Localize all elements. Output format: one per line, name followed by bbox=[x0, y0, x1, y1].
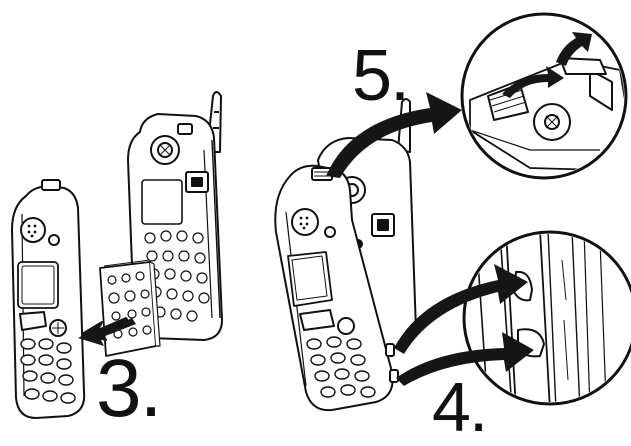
step-4-label: 4. bbox=[432, 368, 488, 446]
step-5-label: 5. bbox=[352, 36, 410, 116]
removal-arrow-body bbox=[78, 318, 136, 346]
step-3-label: 3. bbox=[96, 343, 162, 434]
phone-front-cover bbox=[11, 179, 86, 419]
step5-arrow bbox=[326, 92, 462, 178]
contact-pads bbox=[144, 230, 210, 322]
detail-side-catches bbox=[462, 230, 631, 406]
step4-arrow-lower bbox=[396, 332, 534, 386]
step4-arrow-upper bbox=[394, 264, 528, 354]
assembled-phone bbox=[274, 98, 417, 412]
keypad-mat bbox=[99, 259, 161, 357]
detail-top-clip bbox=[460, 12, 628, 180]
